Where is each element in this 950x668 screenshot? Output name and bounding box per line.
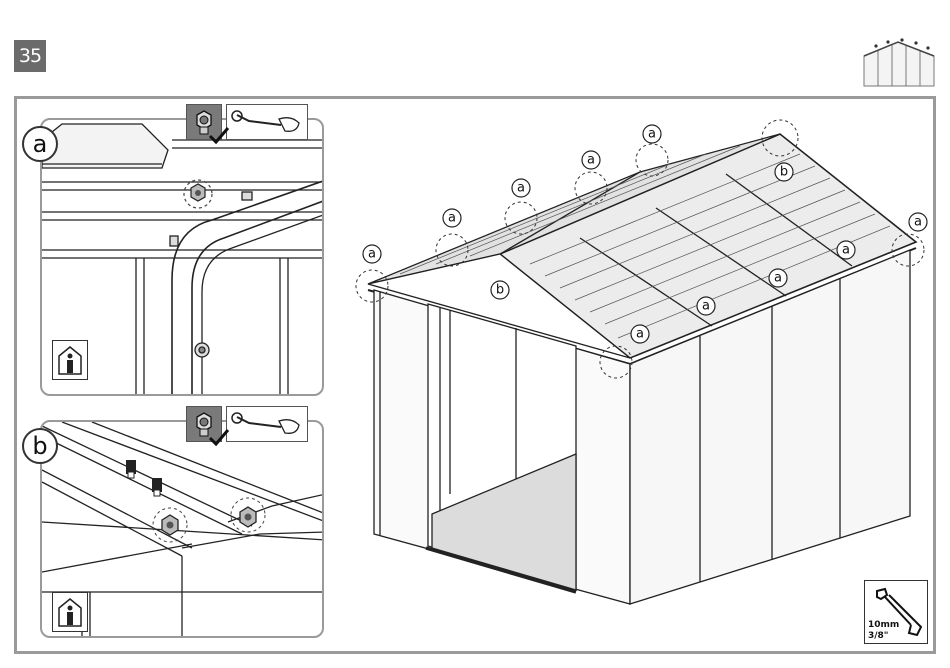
callout-a-3: a [517,181,525,196]
callout-a-5: a [648,127,656,142]
step-number: 35 [19,45,41,67]
shed-main-illustration: a a a a a a a a a a b b [340,114,930,614]
shed-thumbnail-icon [858,34,940,90]
checkmark-icon [208,126,230,146]
person-inside-icon [52,340,88,380]
checkmark-icon [208,428,230,448]
wrench-size-legend: 10mm 3/8" [864,580,928,644]
inset-b-label: b [22,428,58,464]
wrench-by-hand-icon [226,104,308,140]
callout-a-6: a [914,215,922,230]
inset-a-label: a [22,126,58,162]
inset-b-tools [186,406,308,442]
callout-a-1: a [368,247,376,262]
callout-a-2: a [448,211,456,226]
callout-a-10: a [636,327,644,342]
callout-a-7: a [842,243,850,258]
callout-b-1: b [780,165,788,180]
wrench-size-imperial: 3/8" [868,632,889,641]
person-inside-icon [52,592,88,632]
callout-a-8: a [774,271,782,286]
callout-a-4: a [587,153,595,168]
inset-a-letter: a [33,132,48,156]
inset-a-tools [186,104,308,140]
wrench-size-metric: 10mm [868,621,899,630]
callout-a-9: a [702,299,710,314]
step-number-badge: 35 [14,40,46,72]
inset-b-letter: b [32,434,47,458]
wrench-by-hand-icon [226,406,308,442]
callout-b-2: b [496,283,504,298]
